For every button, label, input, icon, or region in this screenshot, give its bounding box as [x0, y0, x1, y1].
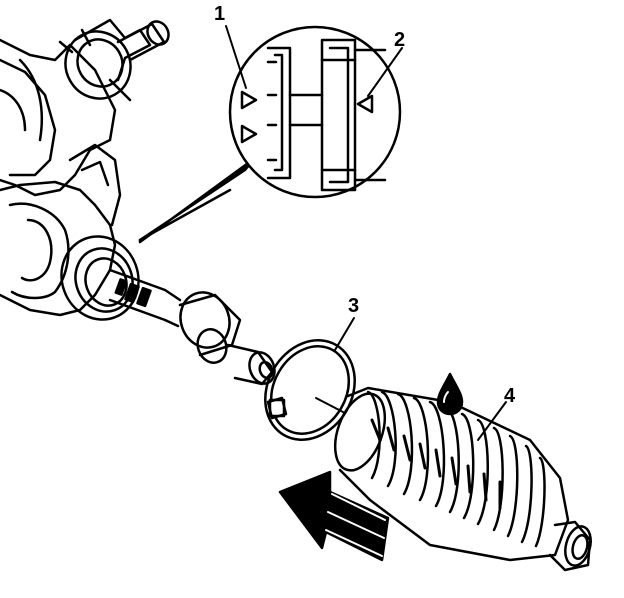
callout-2: 2: [394, 29, 406, 51]
alignment-mark-icon: [240, 124, 258, 144]
callout-4: 4: [504, 385, 516, 407]
detail-boot-end: [320, 38, 387, 192]
inner-tie-rod: [108, 268, 276, 386]
lubricant-drop-icon: [436, 372, 464, 416]
rack-boot: [333, 386, 592, 572]
pinion-input-shaft: [58, 18, 170, 102]
magnified-detail: [138, 25, 403, 244]
alignment-mark-icon: [356, 94, 374, 114]
alignment-mark-icon: [240, 90, 258, 110]
callout-3: 3: [348, 295, 360, 317]
steering-gear-housing: [0, 38, 140, 321]
callout-1: 1: [214, 3, 226, 25]
boot-clamp: [264, 317, 356, 441]
detail-housing-groove: [266, 46, 324, 180]
direction-arrow-icon: [278, 470, 390, 562]
